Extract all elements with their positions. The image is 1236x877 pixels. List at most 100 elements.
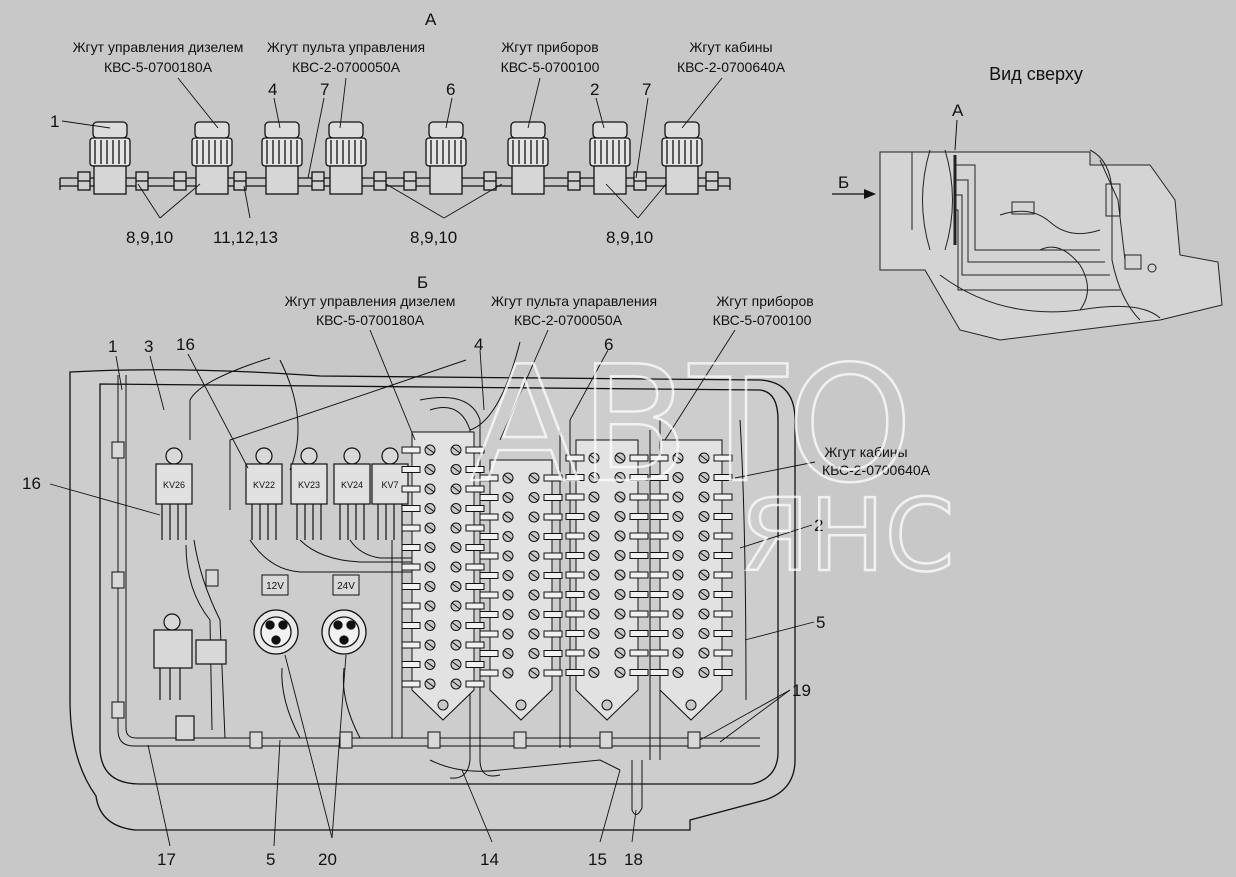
cable-clip	[111, 571, 125, 589]
section-b-harness-labels: Жгут управления дизелем КВС-5-0700180А Ж…	[285, 293, 931, 478]
clamp-bolt	[705, 171, 719, 191]
cable-clip	[513, 731, 527, 749]
cable-clip	[339, 731, 353, 749]
callout-8-9-10-b: 8,9,10	[410, 228, 457, 247]
sockets	[253, 609, 367, 655]
cable-clip	[249, 731, 263, 749]
b-callout-14: 14	[480, 850, 499, 869]
clamp-bolt	[373, 171, 387, 191]
b-callout-6: 6	[604, 335, 613, 354]
top-view-title: Вид сверху	[989, 64, 1083, 84]
connector	[325, 121, 367, 195]
b-callout-4: 4	[474, 335, 483, 354]
connector	[261, 121, 303, 195]
clamp-bolt	[77, 171, 91, 191]
connector	[589, 121, 631, 195]
mounting-clips	[111, 441, 701, 749]
cable-clip	[687, 731, 701, 749]
section-b-letter: Б	[417, 273, 428, 292]
clamp-bolt	[173, 171, 187, 191]
clamp-bolt	[233, 171, 247, 191]
section-a-callouts: 1 4 7 6 2 7 8,9,10 11,12,13 8,9,10 8,9,1…	[50, 80, 653, 247]
callout-11-12-13: 11,12,13	[213, 228, 278, 247]
callout-1: 1	[50, 112, 59, 131]
harness-code-cab: КВС-2-0700640А	[677, 59, 786, 75]
top-view-letter-a: А	[952, 101, 964, 120]
b-callout-1: 1	[108, 337, 117, 356]
voltage-24v-label: 24V	[337, 581, 355, 592]
watermark-line-2: ЯНС	[740, 477, 955, 594]
harness-code-diesel: КВС-5-0700180А	[104, 59, 213, 75]
clamp-bolt	[311, 171, 325, 191]
relay-kv23: KV23	[290, 447, 328, 540]
callout-2: 2	[590, 80, 599, 99]
b-harness-code-instruments: КВС-5-0700100	[713, 312, 812, 328]
voltage-badges: 12V 24V	[261, 574, 360, 596]
b-callout-20: 20	[318, 850, 337, 869]
callout-7b: 7	[642, 80, 651, 99]
connector-row	[77, 121, 719, 195]
b-callout-18: 18	[624, 850, 643, 869]
b-callout-5-right: 5	[816, 613, 825, 632]
voltage-12v-label: 12V	[266, 581, 284, 592]
callout-8-9-10-c: 8,9,10	[606, 228, 653, 247]
view-direction-arrow	[832, 189, 876, 199]
b-callout-15: 15	[588, 850, 607, 869]
relay-label: KV7	[381, 480, 398, 490]
callout-7: 7	[320, 80, 329, 99]
b-harness-code-panel: КВС-2-0700050А	[514, 312, 623, 328]
callout-8-9-10-a: 8,9,10	[126, 228, 173, 247]
b-callout-2: 2	[814, 516, 823, 535]
lower-left-relay	[153, 613, 227, 741]
section-a-harness-labels: Жгут управления дизелем КВС-5-0700180А Ж…	[73, 39, 786, 75]
cable-clip	[427, 731, 441, 749]
terminal-blocks	[401, 431, 733, 721]
relay-label: KV26	[163, 480, 185, 490]
section-b-leaders	[49, 329, 816, 847]
harness-code-instruments: КВС-5-0700100	[501, 59, 600, 75]
clamp-bolt	[633, 171, 647, 191]
b-harness-label-instruments: Жгут приборов	[716, 293, 813, 309]
cable-clip	[111, 701, 125, 719]
section-a-letter: А	[425, 10, 437, 29]
b-harness-label-panel: Жгут пульта упаравления	[491, 293, 657, 309]
connector	[89, 121, 131, 195]
relay-kv26: KV26	[155, 447, 193, 540]
clamp-bolt	[403, 171, 417, 191]
relay-kv24: KV24	[333, 447, 371, 540]
top-view-sketch	[879, 149, 1223, 341]
relay-kv22: KV22	[245, 447, 283, 540]
clamp-bolt	[483, 171, 497, 191]
harness-label-instruments: Жгут приборов	[501, 39, 598, 55]
clamp-bolt	[567, 171, 581, 191]
harness-code-panel: КВС-2-0700050А	[292, 59, 401, 75]
watermark-line-1: АВТО	[470, 331, 913, 518]
b-harness-code-cab: КВС-2-0700640А	[822, 462, 931, 478]
top-view-letter-b: Б	[838, 173, 849, 192]
harness-label-diesel: Жгут управления дизелем	[73, 39, 244, 55]
b-callout-16-left: 16	[22, 474, 41, 493]
clamp-bolt	[135, 171, 149, 191]
b-callout-17: 17	[157, 850, 176, 869]
b-callout-19: 19	[792, 681, 811, 700]
cable-clip	[111, 441, 125, 459]
b-harness-label-cab: Жгут кабины	[824, 444, 907, 460]
b-callout-16-top: 16	[176, 335, 195, 354]
relay-label: KV24	[341, 480, 363, 490]
relay-label: KV23	[298, 480, 320, 490]
callout-4: 4	[268, 80, 277, 99]
b-harness-label-diesel: Жгут управления дизелем	[285, 293, 456, 309]
watermark: АВТО ЯНС	[469, 330, 956, 596]
connector	[661, 121, 703, 195]
terminal-block	[401, 431, 485, 721]
b-callout-5-bottom: 5	[266, 850, 275, 869]
connector	[191, 121, 233, 195]
cable-clip	[599, 731, 613, 749]
terminal-block	[479, 459, 563, 721]
b-harness-code-diesel: КВС-5-0700180А	[316, 312, 425, 328]
terminal-block	[565, 439, 649, 721]
b-callout-3: 3	[144, 337, 153, 356]
harness-label-panel: Жгут пульта управления	[267, 39, 425, 55]
